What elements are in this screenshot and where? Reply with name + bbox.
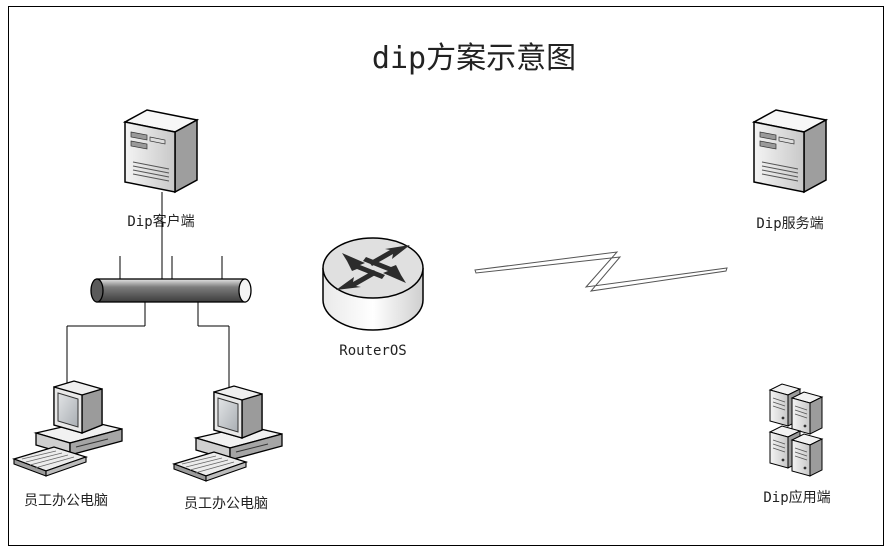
pc2-label: 员工办公电脑 [184,496,268,512]
pc2-icon [173,385,283,482]
router-icon [322,237,424,331]
network-bus [90,278,252,303]
pc1-label: 员工办公电脑 [24,493,108,509]
wan-link [474,251,728,292]
app-server-icon [769,383,823,477]
server-label: Dip服务端 [756,216,823,232]
router-label: RouterOS [339,343,406,359]
pc1-icon [13,380,123,477]
diagram-title: dip方案示意图 [372,41,576,76]
diagram-frame [8,6,884,546]
client-label: Dip客户端 [127,213,194,230]
app-label: Dip应用端 [763,489,830,506]
client-server-icon [124,109,198,193]
server-icon [753,109,827,193]
